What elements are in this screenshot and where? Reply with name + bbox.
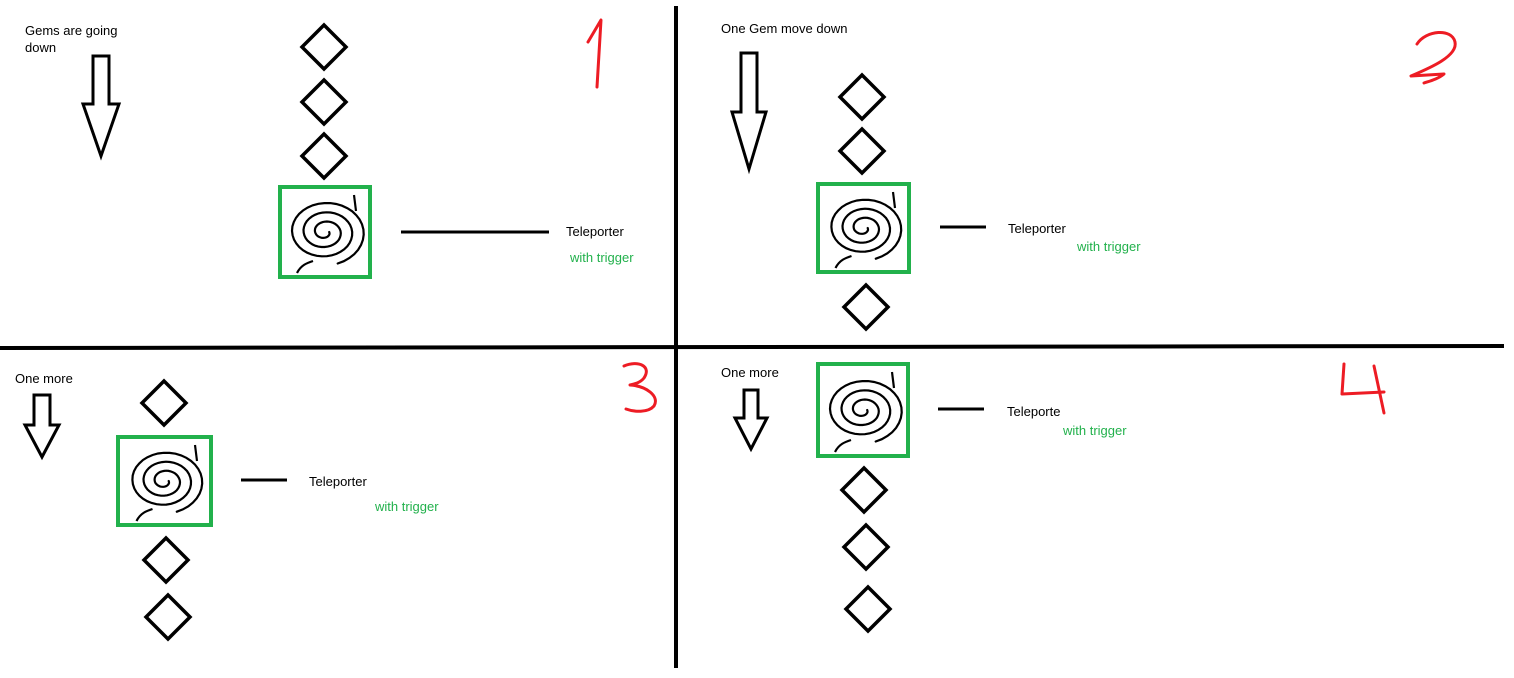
down-arrow-icon bbox=[22, 393, 62, 461]
gem-icon bbox=[841, 522, 891, 572]
panel-1-trigger-label: with trigger bbox=[570, 250, 634, 265]
panel-4-caption: One more bbox=[721, 365, 779, 380]
gem-stack-panel-2 bbox=[837, 72, 891, 332]
gem-icon bbox=[837, 72, 887, 122]
gem-icon bbox=[143, 592, 193, 642]
gem-icon bbox=[299, 22, 349, 72]
gem-icon bbox=[843, 584, 893, 634]
teleporter-icon bbox=[278, 185, 372, 279]
gem-stack-panel-3 bbox=[139, 378, 193, 642]
down-arrow-icon bbox=[729, 51, 769, 175]
gem-icon bbox=[837, 126, 887, 176]
gem-stack-panel-1 bbox=[299, 22, 349, 181]
horizontal-divider bbox=[0, 344, 1505, 350]
panel-3-trigger-label: with trigger bbox=[375, 499, 439, 514]
panel-4-teleporter-label: Teleporte bbox=[1007, 404, 1061, 419]
down-arrow-icon bbox=[732, 388, 770, 453]
gem-icon bbox=[841, 282, 891, 332]
panel-number-4 bbox=[1340, 362, 1386, 415]
panel-1-caption: Gems are going down bbox=[25, 23, 118, 55]
panel-number-1 bbox=[586, 18, 603, 89]
gem-icon bbox=[299, 77, 349, 127]
panel-2-caption: One Gem move down bbox=[721, 21, 848, 36]
panel-number-2 bbox=[1409, 31, 1457, 85]
panel-number-3 bbox=[622, 362, 657, 413]
gem-icon bbox=[141, 535, 191, 585]
teleporter-icon bbox=[816, 362, 910, 458]
teleporter-icon bbox=[816, 182, 911, 274]
gem-icon bbox=[839, 465, 889, 515]
panel-2-trigger-label: with trigger bbox=[1077, 239, 1141, 254]
teleporter-icon bbox=[116, 435, 213, 527]
panel-3-caption: One more bbox=[15, 371, 73, 386]
gem-icon bbox=[139, 378, 189, 428]
panel-1-teleporter-label: Teleporter bbox=[566, 224, 624, 239]
panel-3-teleporter-label: Teleporter bbox=[309, 474, 367, 489]
panel-4-trigger-label: with trigger bbox=[1063, 423, 1127, 438]
gem-stack-panel-4 bbox=[839, 465, 893, 634]
down-arrow-icon bbox=[80, 54, 122, 161]
gem-icon bbox=[299, 131, 349, 181]
panel-2-teleporter-label: Teleporter bbox=[1008, 221, 1066, 236]
